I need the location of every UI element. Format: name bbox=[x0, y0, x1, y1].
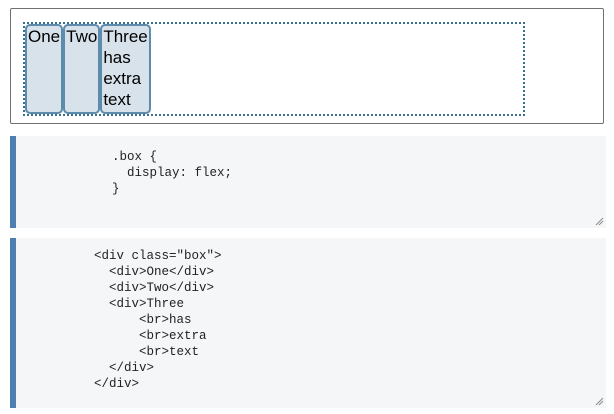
resize-grip-icon[interactable] bbox=[594, 216, 604, 226]
flex-item-text: text bbox=[103, 90, 131, 109]
css-code-text[interactable]: .box { display: flex;} bbox=[112, 149, 232, 197]
resize-grip-icon[interactable] bbox=[594, 396, 604, 406]
code-line: } bbox=[112, 182, 120, 196]
flex-box-container: One Two Three has extra text bbox=[23, 22, 525, 116]
flex-item-one: One bbox=[25, 24, 64, 114]
code-line: </div> bbox=[94, 361, 155, 375]
code-line: <div>Two</div> bbox=[94, 281, 215, 295]
flex-item-text: One bbox=[28, 27, 61, 46]
code-line: <br>text bbox=[94, 345, 200, 359]
output-preview-frame: One Two Three has extra text bbox=[10, 8, 604, 124]
code-line: <br>extra bbox=[94, 329, 207, 343]
html-code-editor[interactable]: <div class="box"> <div>One</div> <div>Tw… bbox=[10, 238, 606, 408]
css-code-editor[interactable]: .box { display: flex;} bbox=[10, 136, 606, 228]
flex-item-text: has bbox=[103, 48, 131, 67]
flex-item-text: Two bbox=[66, 27, 98, 46]
code-line: <div>Three bbox=[94, 297, 185, 311]
code-line: display: flex; bbox=[112, 166, 233, 180]
code-line: <div class="box"> bbox=[94, 249, 222, 263]
html-code-text[interactable]: <div class="box"> <div>One</div> <div>Tw… bbox=[94, 248, 222, 392]
code-line: <div>One</div> bbox=[94, 265, 215, 279]
code-line: </div> bbox=[94, 377, 140, 391]
code-line: .box { bbox=[112, 150, 158, 164]
flex-item-text: extra bbox=[103, 69, 142, 88]
flex-item-text: Three bbox=[103, 27, 148, 46]
code-line: <br>has bbox=[94, 313, 192, 327]
flex-item-two: Two bbox=[63, 24, 101, 114]
flex-item-three: Three has extra text bbox=[100, 24, 151, 114]
